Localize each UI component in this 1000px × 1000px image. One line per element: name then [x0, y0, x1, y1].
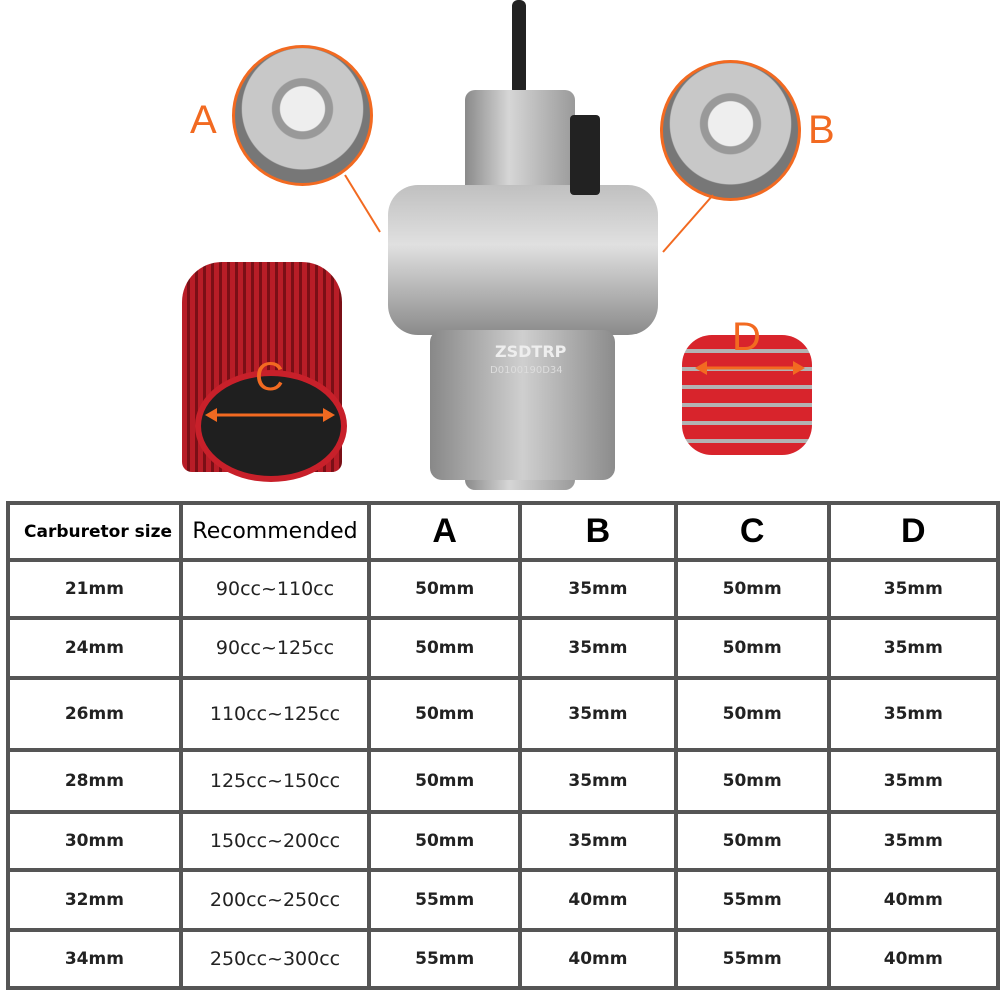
- detail-circle-a: [232, 45, 373, 186]
- table-header-row: Carburetor size Recommended A B C D: [6, 501, 1000, 562]
- callout-a: A: [190, 98, 217, 142]
- table-cell: 200cc~250cc: [178, 868, 372, 932]
- header-a: A: [367, 501, 523, 562]
- table-cell: 90cc~110cc: [178, 558, 372, 620]
- table-cell: 35mm: [518, 676, 678, 752]
- header-b: B: [518, 501, 678, 562]
- table-cell: 50mm: [367, 676, 523, 752]
- table-cell: 35mm: [518, 616, 678, 680]
- header-recommended: Recommended: [178, 501, 372, 562]
- table-cell: 35mm: [826, 676, 1000, 752]
- brand-logo: ZSDTRP: [495, 342, 567, 361]
- choke-knob: [570, 115, 600, 195]
- table-cell: 40mm: [518, 868, 678, 932]
- throttle-cable: [512, 0, 526, 95]
- callout-c: C: [255, 355, 284, 399]
- table-cell: 50mm: [367, 748, 523, 814]
- table-cell: 50mm: [673, 616, 831, 680]
- callout-d: D: [732, 315, 761, 359]
- table-cell: 50mm: [673, 676, 831, 752]
- table-cell: 50mm: [673, 748, 831, 814]
- callout-b-line: [662, 194, 714, 253]
- table-cell: 26mm: [6, 676, 183, 752]
- table-cell: 55mm: [673, 928, 831, 990]
- table-cell: 34mm: [6, 928, 183, 990]
- table-cell: 50mm: [673, 810, 831, 872]
- table-cell: 55mm: [367, 928, 523, 990]
- table-cell: 35mm: [826, 748, 1000, 814]
- table-cell: 55mm: [367, 868, 523, 932]
- table-cell: 32mm: [6, 868, 183, 932]
- carburetor-intake: [388, 185, 658, 335]
- air-filter-opening: [195, 370, 347, 482]
- table-cell: 250cc~300cc: [178, 928, 372, 990]
- table-cell: 21mm: [6, 558, 183, 620]
- table-cell: 35mm: [826, 616, 1000, 680]
- header-carburetor-size: Carburetor size: [6, 501, 183, 562]
- header-d: D: [826, 501, 1000, 562]
- table-cell: 50mm: [367, 810, 523, 872]
- table-cell: 50mm: [673, 558, 831, 620]
- table-cell: 110cc~125cc: [178, 676, 372, 752]
- callout-a-line: [344, 174, 381, 233]
- table-cell: 24mm: [6, 616, 183, 680]
- table-cell: 90cc~125cc: [178, 616, 372, 680]
- table-cell: 35mm: [518, 558, 678, 620]
- callout-d-arrow: [695, 361, 805, 375]
- table-cell: 55mm: [673, 868, 831, 932]
- float-bowl: [430, 330, 615, 480]
- table-cell: 50mm: [367, 616, 523, 680]
- callout-c-arrow: [205, 408, 335, 422]
- table-cell: 35mm: [826, 558, 1000, 620]
- detail-circle-b: [660, 60, 801, 201]
- callout-b: B: [808, 108, 835, 152]
- header-c: C: [673, 501, 831, 562]
- table-cell: 150cc~200cc: [178, 810, 372, 872]
- serial-number: D0100190D34: [490, 365, 563, 376]
- table-cell: 40mm: [518, 928, 678, 990]
- table-cell: 125cc~150cc: [178, 748, 372, 814]
- size-table: Carburetor size Recommended A B C D 21mm…: [6, 501, 1000, 990]
- table-cell: 30mm: [6, 810, 183, 872]
- table-cell: 35mm: [518, 810, 678, 872]
- table-cell: 35mm: [826, 810, 1000, 872]
- table-cell: 35mm: [518, 748, 678, 814]
- table-cell: 40mm: [826, 928, 1000, 990]
- table-cell: 28mm: [6, 748, 183, 814]
- table-cell: 40mm: [826, 868, 1000, 932]
- table-cell: 50mm: [367, 558, 523, 620]
- intake-boot: [682, 335, 812, 455]
